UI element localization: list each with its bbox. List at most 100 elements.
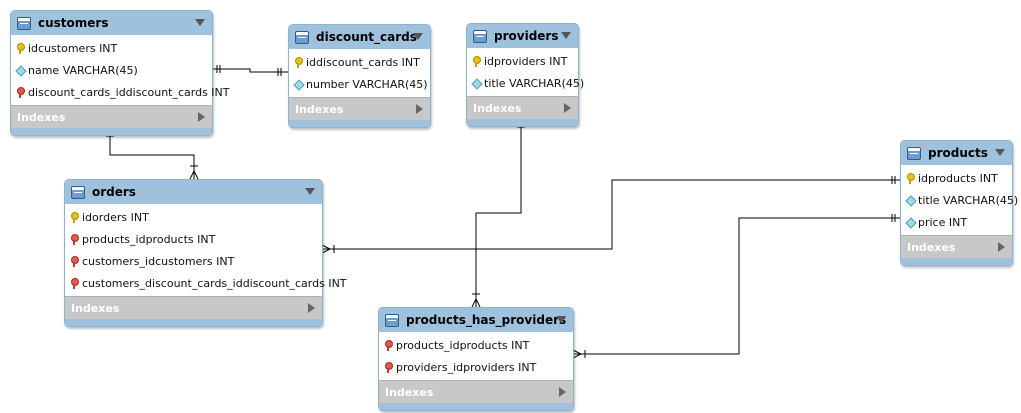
column-row[interactable]: title VARCHAR(45)	[467, 72, 584, 94]
indexes-section[interactable]: Indexes	[467, 96, 578, 119]
indexes-label: Indexes	[17, 110, 66, 124]
rel-products-products-has-providers[interactable]	[573, 217, 900, 355]
primary-key-icon	[16, 42, 25, 54]
collapse-arrow-icon[interactable]	[556, 316, 566, 323]
indexes-section[interactable]: Indexes	[65, 296, 322, 319]
table-header[interactable]: discount_cards	[289, 25, 430, 49]
foreign-key-icon	[384, 361, 393, 373]
collapse-arrow-icon[interactable]	[305, 188, 315, 195]
expand-arrow-icon[interactable]	[198, 112, 205, 122]
column-label: iddiscount_cards INT	[306, 55, 420, 69]
expand-arrow-icon[interactable]	[998, 242, 1005, 252]
column-row[interactable]: idorders INT	[65, 206, 322, 228]
table-header[interactable]: orders	[65, 180, 322, 204]
column-row[interactable]: idproviders INT	[467, 50, 578, 72]
table-footer	[65, 319, 322, 326]
collapse-arrow-icon[interactable]	[995, 149, 1005, 156]
column-row[interactable]: price INT	[901, 211, 1012, 233]
table-header[interactable]: products_has_providers	[379, 308, 573, 332]
column-row[interactable]: idproducts INT	[901, 167, 1012, 189]
table-products-has-providers[interactable]: products_has_providers products_idproduc…	[378, 307, 574, 411]
indexes-section[interactable]: Indexes	[901, 235, 1012, 258]
table-icon	[71, 185, 85, 199]
indexes-label: Indexes	[473, 101, 522, 115]
rel-customers-discount-cards[interactable]	[212, 68, 288, 73]
column-label: price INT	[918, 215, 968, 229]
table-title: products	[928, 146, 988, 160]
table-providers[interactable]: providers idproviders INT title VARCHAR(…	[466, 23, 584, 127]
table-icon	[17, 16, 31, 30]
foreign-key-icon	[384, 339, 393, 351]
table-icon	[295, 30, 309, 44]
column-row[interactable]: products_idproducts INT	[379, 334, 573, 356]
table-footer	[379, 403, 573, 410]
expand-arrow-icon[interactable]	[559, 387, 566, 397]
table-header[interactable]: products	[901, 141, 1012, 165]
table-title: products_has_providers	[406, 313, 567, 327]
attribute-icon	[906, 195, 915, 206]
foreign-key-icon	[70, 233, 79, 245]
column-label: title VARCHAR(45)	[918, 193, 1019, 207]
table-footer	[11, 128, 212, 135]
table-header[interactable]: customers	[11, 11, 212, 35]
rel-providers-products-has-providers[interactable]	[475, 119, 522, 307]
column-label: idproviders INT	[484, 54, 568, 68]
column-list: idcustomers INT name VARCHAR(45) discoun…	[11, 35, 230, 105]
table-products[interactable]: products idproducts INT title VARCHAR(45…	[900, 140, 1018, 266]
rel-products-orders[interactable]	[322, 179, 900, 250]
collapse-arrow-icon[interactable]	[195, 19, 205, 26]
table-title: customers	[38, 16, 109, 30]
attribute-icon	[472, 78, 481, 89]
table-discount-cards[interactable]: discount_cards iddiscount_cards INT numb…	[288, 24, 431, 128]
indexes-label: Indexes	[71, 301, 120, 315]
indexes-section[interactable]: Indexes	[289, 97, 430, 120]
column-label: products_idproducts INT	[396, 338, 530, 352]
column-row[interactable]: title VARCHAR(45)	[901, 189, 1018, 211]
column-row[interactable]: products_idproducts INT	[65, 228, 322, 250]
collapse-arrow-icon[interactable]	[561, 32, 571, 39]
primary-key-icon	[70, 211, 79, 223]
column-label: providers_idproviders INT	[396, 360, 537, 374]
column-list: idproducts INT title VARCHAR(45) price I…	[901, 165, 1018, 235]
primary-key-icon	[472, 55, 481, 67]
column-label: discount_cards_iddiscount_cards INT	[28, 85, 230, 99]
table-orders[interactable]: orders idorders INT products_idproducts …	[64, 179, 347, 327]
attribute-icon	[294, 79, 303, 90]
column-row[interactable]: number VARCHAR(45)	[289, 73, 430, 95]
indexes-label: Indexes	[907, 240, 956, 254]
column-row[interactable]: discount_cards_iddiscount_cards INT	[11, 81, 230, 103]
table-footer	[289, 120, 430, 127]
table-footer	[901, 258, 1012, 265]
column-row[interactable]: providers_idproviders INT	[379, 356, 573, 378]
column-row[interactable]: customers_discount_cards_iddiscount_card…	[65, 272, 347, 294]
foreign-key-icon	[70, 277, 79, 289]
column-row[interactable]: idcustomers INT	[11, 37, 212, 59]
indexes-section[interactable]: Indexes	[379, 380, 573, 403]
primary-key-icon	[294, 56, 303, 68]
attribute-icon	[16, 65, 25, 76]
expand-arrow-icon[interactable]	[308, 303, 315, 313]
column-label: idproducts INT	[918, 171, 998, 185]
column-label: title VARCHAR(45)	[484, 76, 585, 90]
foreign-key-icon	[16, 86, 25, 98]
collapse-arrow-icon[interactable]	[413, 33, 423, 40]
column-label: customers_idcustomers INT	[82, 254, 235, 268]
column-row[interactable]: iddiscount_cards INT	[289, 51, 430, 73]
indexes-section[interactable]: Indexes	[11, 105, 212, 128]
column-row[interactable]: name VARCHAR(45)	[11, 59, 212, 81]
foreign-key-icon	[70, 255, 79, 267]
column-list: products_idproducts INT providers_idprov…	[379, 332, 573, 380]
indexes-label: Indexes	[385, 385, 434, 399]
expand-arrow-icon[interactable]	[564, 103, 571, 113]
column-list: idproviders INT title VARCHAR(45)	[467, 48, 584, 96]
column-label: number VARCHAR(45)	[306, 77, 428, 91]
primary-key-icon	[906, 172, 915, 184]
column-row[interactable]: customers_idcustomers INT	[65, 250, 322, 272]
table-customers[interactable]: customers idcustomers INT name VARCHAR(4…	[10, 10, 230, 136]
table-title: discount_cards	[316, 30, 417, 44]
table-header[interactable]: providers	[467, 24, 578, 48]
attribute-icon	[906, 217, 915, 228]
indexes-label: Indexes	[295, 102, 344, 116]
expand-arrow-icon[interactable]	[416, 104, 423, 114]
column-label: idorders INT	[82, 210, 149, 224]
